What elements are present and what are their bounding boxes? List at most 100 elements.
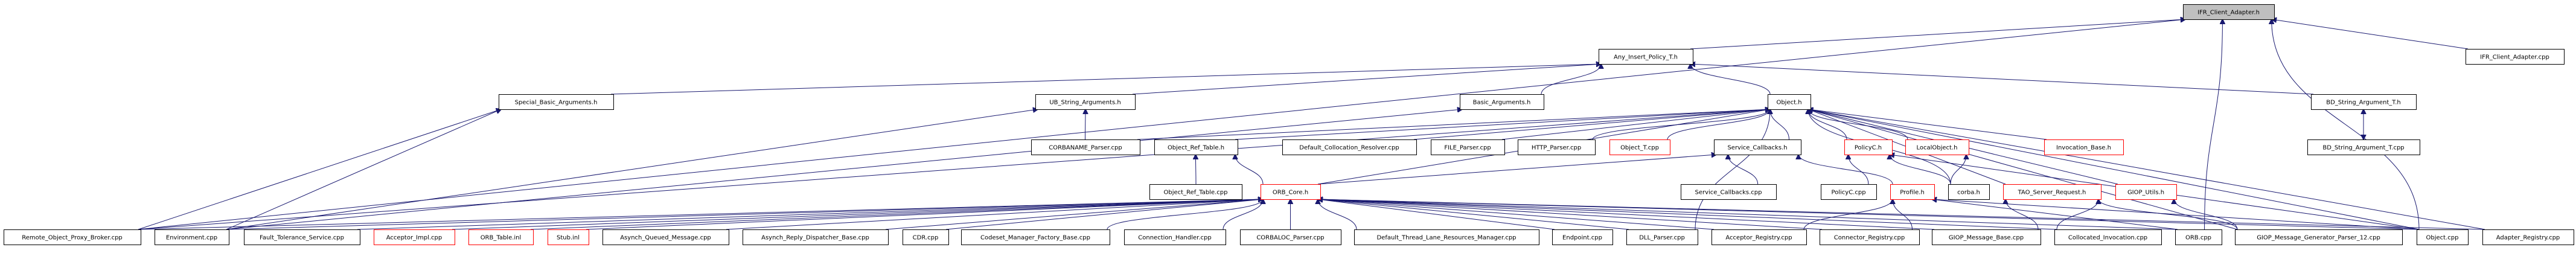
node-box[interactable]	[1768, 94, 1811, 110]
node-box[interactable]	[1681, 184, 1777, 200]
node-box[interactable]	[2235, 229, 2403, 245]
node-box[interactable]	[548, 229, 589, 245]
node-box[interactable]	[2466, 49, 2565, 65]
graph-node-objref-h[interactable]: Object_Ref_Table.h	[1154, 139, 1238, 155]
graph-node-ifr-cpp[interactable]: IFR_Client_Adapter.cpp	[2466, 49, 2565, 65]
node-box[interactable]	[1261, 184, 1321, 200]
node-box[interactable]	[2054, 229, 2162, 245]
graph-node-corbaname[interactable]: CORBANAME_Parser.cpp	[1031, 139, 1140, 155]
graph-node-http-parser[interactable]: HTTP_Parser.cpp	[1518, 139, 1596, 155]
node-box[interactable]	[1711, 229, 1807, 245]
graph-node-profile-h[interactable]: Profile.h	[1890, 184, 1935, 200]
graph-node-giop-utils[interactable]: GIOP_Utils.h	[2115, 184, 2177, 200]
node-box[interactable]	[1714, 139, 1801, 155]
graph-node-asynch-reply[interactable]: Asynch_Reply_Dispatcher_Base.cpp	[743, 229, 889, 245]
graph-node-object-t[interactable]: Object_T.cpp	[1609, 139, 1670, 155]
graph-node-bd-string-h[interactable]: BD_String_Argument_T.h	[2311, 94, 2417, 110]
graph-node-object-h[interactable]: Object.h	[1768, 94, 1811, 110]
node-box[interactable]	[1431, 139, 1505, 155]
node-box[interactable]	[1844, 139, 1893, 155]
node-box[interactable]	[2482, 229, 2574, 245]
graph-node-orb-cpp[interactable]: ORB.cpp	[2175, 229, 2222, 245]
node-box[interactable]	[1932, 229, 2041, 245]
node-box[interactable]	[1599, 49, 1693, 65]
node-box[interactable]	[2183, 4, 2275, 20]
node-box[interactable]	[1035, 94, 1136, 110]
node-box[interactable]	[1820, 229, 1920, 245]
graph-node-object-cpp[interactable]: Object.cpp	[2417, 229, 2469, 245]
graph-node-endpoint[interactable]: Endpoint.cpp	[1552, 229, 1613, 245]
graph-node-asynch-queued[interactable]: Asynch_Queued_Message.cpp	[602, 229, 729, 245]
node-box[interactable]	[374, 229, 455, 245]
graph-node-stub-inl[interactable]: Stub.inl	[548, 229, 589, 245]
node-box[interactable]	[2115, 184, 2177, 200]
node-box[interactable]	[1460, 94, 1544, 110]
node-box[interactable]	[1354, 229, 1539, 245]
graph-node-adapter-reg[interactable]: Adapter_Registry.cpp	[2482, 229, 2574, 245]
node-box[interactable]	[1154, 139, 1238, 155]
node-box[interactable]	[1124, 229, 1226, 245]
node-box[interactable]	[2044, 139, 2124, 155]
node-box[interactable]	[1626, 229, 1698, 245]
graph-node-basic-args[interactable]: Basic_Arguments.h	[1460, 94, 1544, 110]
node-box[interactable]	[961, 229, 1110, 245]
graph-node-file-parser[interactable]: FILE_Parser.cpp	[1431, 139, 1505, 155]
graph-node-bd-string-cpp[interactable]: BD_String_Argument_T.cpp	[2307, 139, 2420, 155]
graph-node-conn-handler[interactable]: Connection_Handler.cpp	[1124, 229, 1226, 245]
node-box[interactable]	[1821, 184, 1877, 200]
graph-node-codeset[interactable]: Codeset_Manager_Factory_Base.cpp	[961, 229, 1110, 245]
node-box[interactable]	[1240, 229, 1341, 245]
graph-node-fault-tol[interactable]: Fault_Tolerance_Service.cpp	[244, 229, 360, 245]
graph-node-orb-core[interactable]: ORB_Core.h	[1261, 184, 1321, 200]
node-box[interactable]	[468, 229, 534, 245]
node-box[interactable]	[2003, 184, 2101, 200]
graph-node-ifr-h[interactable]: IFR_Client_Adapter.h	[2183, 4, 2275, 20]
graph-node-remote-proxy[interactable]: Remote_Object_Proxy_Broker.cpp	[4, 229, 141, 245]
graph-node-corbaloc[interactable]: CORBALOC_Parser.cpp	[1240, 229, 1341, 245]
node-box[interactable]	[2175, 229, 2222, 245]
node-box[interactable]	[2307, 139, 2420, 155]
graph-node-policyc-h[interactable]: PolicyC.h	[1844, 139, 1893, 155]
graph-node-special-basic[interactable]: Special_Basic_Arguments.h	[499, 94, 614, 110]
graph-node-giop-gen-12[interactable]: GIOP_Message_Generator_Parser_12.cpp	[2235, 229, 2403, 245]
node-box[interactable]	[4, 229, 141, 245]
graph-node-cdr[interactable]: CDR.cpp	[903, 229, 949, 245]
node-box[interactable]	[1552, 229, 1613, 245]
graph-node-giop-msg-base[interactable]: GIOP_Message_Base.cpp	[1932, 229, 2041, 245]
graph-node-tao-server-req[interactable]: TAO_Server_Request.h	[2003, 184, 2101, 200]
graph-node-connector-reg[interactable]: Connector_Registry.cpp	[1820, 229, 1920, 245]
node-box[interactable]	[1149, 184, 1242, 200]
node-box[interactable]	[903, 229, 949, 245]
graph-node-ub-string[interactable]: UB_String_Arguments.h	[1035, 94, 1136, 110]
node-box[interactable]	[155, 229, 229, 245]
graph-node-localobj-h[interactable]: LocalObject.h	[1905, 139, 1969, 155]
graph-node-environment[interactable]: Environment.cpp	[155, 229, 229, 245]
graph-node-orb-table[interactable]: ORB_Table.inl	[468, 229, 534, 245]
graph-node-acceptor-impl[interactable]: Acceptor_Impl.cpp	[374, 229, 455, 245]
graph-node-policyc-cpp[interactable]: PolicyC.cpp	[1821, 184, 1877, 200]
node-box[interactable]	[743, 229, 889, 245]
graph-node-invocation-base[interactable]: Invocation_Base.h	[2044, 139, 2124, 155]
graph-node-any-insert[interactable]: Any_Insert_Policy_T.h	[1599, 49, 1693, 65]
node-box[interactable]	[2311, 94, 2417, 110]
node-box[interactable]	[602, 229, 729, 245]
graph-node-svc-cb-cpp[interactable]: Service_Callbacks.cpp	[1681, 184, 1777, 200]
graph-node-default-thread[interactable]: Default_Thread_Lane_Resources_Manager.cp…	[1354, 229, 1539, 245]
node-box[interactable]	[1890, 184, 1935, 200]
node-box[interactable]	[1282, 139, 1417, 155]
node-box[interactable]	[1948, 184, 1990, 200]
node-box[interactable]	[1609, 139, 1670, 155]
node-box[interactable]	[2417, 229, 2469, 245]
graph-node-svc-cb-h[interactable]: Service_Callbacks.h	[1714, 139, 1801, 155]
graph-node-acceptor-reg[interactable]: Acceptor_Registry.cpp	[1711, 229, 1807, 245]
graph-node-colloc-invocation[interactable]: Collocated_Invocation.cpp	[2054, 229, 2162, 245]
node-box[interactable]	[1905, 139, 1969, 155]
node-box[interactable]	[1031, 139, 1140, 155]
graph-node-default-colloc[interactable]: Default_Collocation_Resolver.cpp	[1282, 139, 1417, 155]
graph-node-corba-h[interactable]: corba.h	[1948, 184, 1990, 200]
graph-node-dll-parser[interactable]: DLL_Parser.cpp	[1626, 229, 1698, 245]
graph-node-objref-cpp[interactable]: Object_Ref_Table.cpp	[1149, 184, 1242, 200]
node-box[interactable]	[499, 94, 614, 110]
node-box[interactable]	[1518, 139, 1596, 155]
node-box[interactable]	[244, 229, 360, 245]
